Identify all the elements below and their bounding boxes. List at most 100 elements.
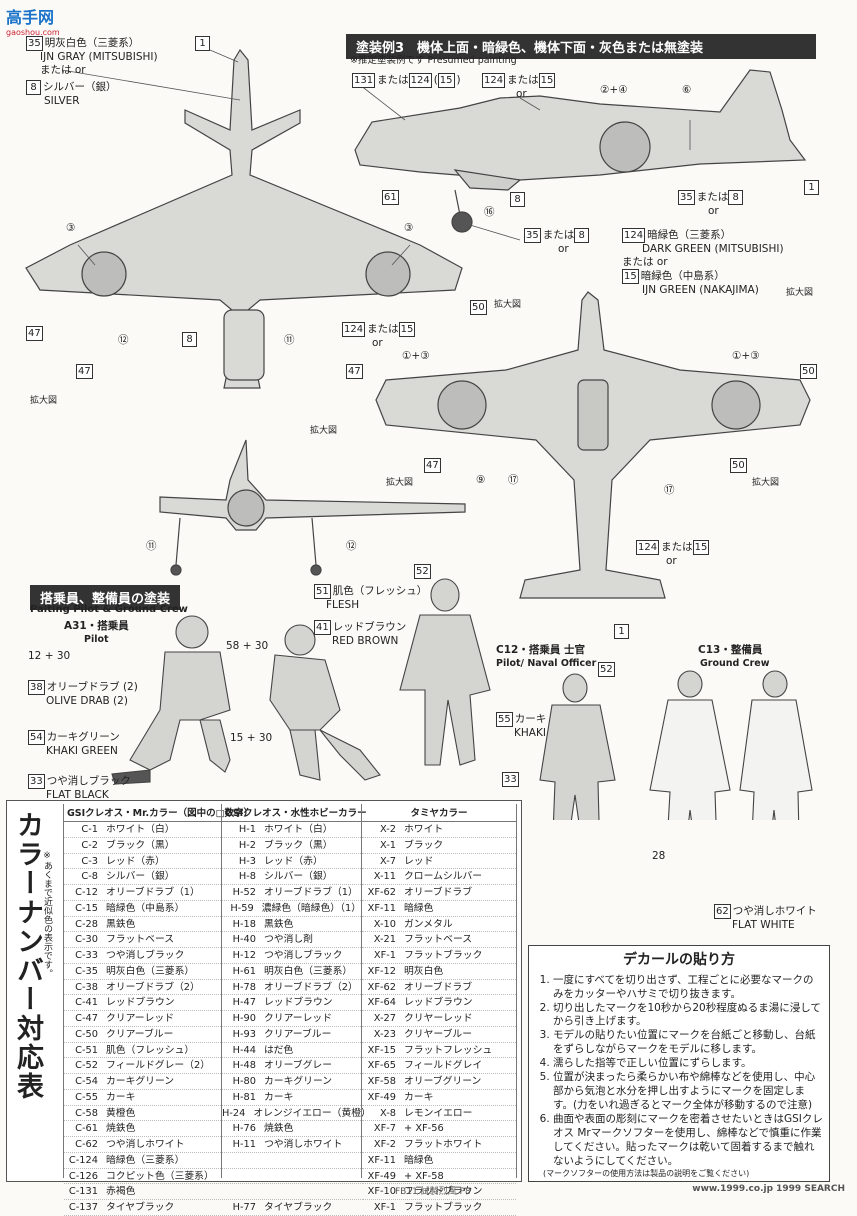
- color-code: H-52: [232, 887, 256, 898]
- callout-1-bottom: 1: [614, 624, 631, 639]
- color-code: C-124: [68, 1154, 98, 1166]
- kakudai-4: 拡大図: [310, 426, 338, 436]
- color-code: C-12: [75, 887, 98, 898]
- crew-color-en: KHAKI: [514, 727, 546, 739]
- color-code: H-40: [232, 934, 256, 946]
- watermark-search: www.1999.co.jp 1999 SEARCH: [692, 1184, 845, 1194]
- crew-58p30: 58 + 30: [226, 640, 269, 652]
- color-code: C-137: [68, 1202, 98, 1213]
- table-row: C-38 オリーブドラブ（2）: [64, 980, 221, 996]
- callout-num: 124: [482, 73, 506, 88]
- color-name: ガンメタル: [404, 918, 453, 930]
- table-row: [222, 1153, 361, 1169]
- color-name: レッドブラウン: [404, 997, 473, 1009]
- color-code: X-23: [373, 1028, 396, 1040]
- color-name: レッド（赤）: [106, 855, 165, 867]
- color-code: [222, 1184, 262, 1199]
- color-name: タイヤブラック: [264, 1202, 333, 1213]
- color-name: オリーブグレー: [264, 1060, 332, 1072]
- callout-num: 1: [614, 624, 629, 639]
- callout-num: 61: [382, 190, 399, 205]
- color-name: ホワイト（白）: [106, 824, 175, 835]
- kakudai-5: 拡大図: [386, 478, 414, 488]
- color-name: カーキグリーン: [264, 1076, 333, 1087]
- color-name: レッド（赤）: [264, 855, 323, 867]
- crew-color-en: FLAT BLACK: [46, 789, 109, 801]
- color-code: C-35: [75, 965, 98, 977]
- color-code: H-18: [232, 918, 256, 930]
- color-code: H-8: [238, 871, 256, 883]
- color-code: XF-49: [367, 1170, 396, 1182]
- header-hobby-color: GSIクレオス・水性ホビーカラー: [222, 804, 367, 822]
- color-name: 明灰白色（三菱系）: [106, 965, 195, 977]
- crew-12p30: 12 + 30: [28, 650, 71, 662]
- color-code: XF-1: [373, 950, 396, 961]
- callout-3-right: ③: [404, 222, 414, 234]
- color-name-35: 明灰白色（三菱系）: [44, 37, 140, 49]
- callout-text: or: [516, 88, 527, 100]
- color-name: ブラック（黒）: [264, 839, 333, 851]
- callout-1p3-left: ①+③: [402, 350, 430, 362]
- crew-52-b: 52: [598, 662, 617, 677]
- color-num-35: 35: [26, 36, 43, 51]
- color-name: タイヤブラック: [106, 1202, 175, 1213]
- crew-color-name: カーキ: [514, 713, 547, 725]
- decal-step: 切り出したマークを10秒から20秒程度ぬるま湯に浸してから引き上げます。: [553, 1002, 823, 1030]
- color-name: フラットブラウン: [404, 1186, 483, 1198]
- callout-9: ⑨: [476, 474, 486, 486]
- color-code: C-58: [75, 1107, 98, 1119]
- color-code: X-8: [380, 1107, 396, 1119]
- color-code: XF-62: [367, 887, 396, 898]
- color-code: C-15: [75, 902, 98, 914]
- or-label-2: または or: [622, 256, 668, 269]
- decal-step: モデルの貼りたい位置にマークを台紙ごと移動し、台紙をずらしながらマークをモデルに…: [553, 1029, 823, 1057]
- crew-color-en: FLESH: [326, 599, 360, 611]
- callout-text: または: [377, 74, 409, 86]
- callout-8-side: 8: [510, 192, 527, 207]
- c12-label: C12・搭乗員 士官: [496, 644, 585, 656]
- color-code: X-2: [380, 824, 396, 835]
- color-name: つや消しブラック: [264, 950, 343, 961]
- color-name: クリアーブルー: [264, 1028, 332, 1040]
- color-name: レモンイエロー: [404, 1107, 473, 1119]
- color-code: XF-12: [367, 965, 396, 977]
- crew-color-en: OLIVE DRAB (2): [46, 695, 128, 707]
- color-name: レッド: [404, 855, 434, 867]
- callout-num: 47: [346, 364, 363, 379]
- page-label: FB11 試製烈風 P8: [395, 1187, 471, 1197]
- callout-num: 50: [470, 300, 487, 315]
- color-code: H-2: [238, 839, 256, 851]
- color-code: C-52: [75, 1060, 98, 1072]
- color-name: 明灰白色: [404, 965, 444, 977]
- color-code: C-41: [75, 997, 98, 1009]
- color-code: C-38: [75, 981, 98, 993]
- color-name: オリーブドラブ（2）: [106, 981, 200, 993]
- color-name: クリアーレッド: [106, 1013, 174, 1024]
- color-code: X-27: [373, 1013, 396, 1024]
- color-code: C-126: [68, 1170, 98, 1182]
- color-name: シルバー（銀）: [106, 871, 175, 883]
- callout-61: 61: [382, 190, 401, 205]
